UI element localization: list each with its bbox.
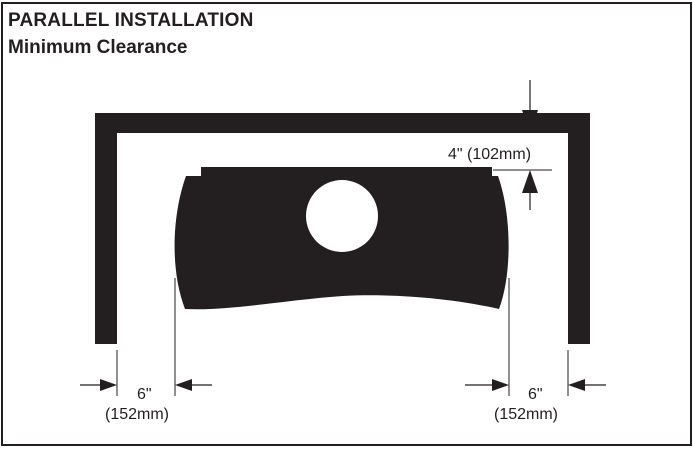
right-clearance-arrow-right — [465, 379, 509, 391]
top-clearance-arrow-up — [522, 170, 538, 210]
flue-collar — [306, 180, 378, 252]
right-clearance-mm: (152mm) — [494, 406, 559, 423]
right-clearance-arrow-left — [568, 379, 606, 391]
right-clearance-inches: 6" — [528, 386, 543, 403]
top-clearance-arrow-down — [522, 80, 538, 133]
left-clearance-mm: (152mm) — [105, 406, 170, 423]
left-clearance-arrow-right — [80, 379, 117, 391]
figure-subtitle: Minimum Clearance — [8, 37, 188, 58]
top-clearance-label: 4" (102mm) — [448, 146, 532, 163]
figure-border-right — [690, 2, 692, 446]
left-clearance-arrow-left — [175, 379, 212, 391]
left-clearance-inches: 6" — [137, 386, 152, 403]
figure-title: PARALLEL INSTALLATION — [8, 10, 254, 31]
